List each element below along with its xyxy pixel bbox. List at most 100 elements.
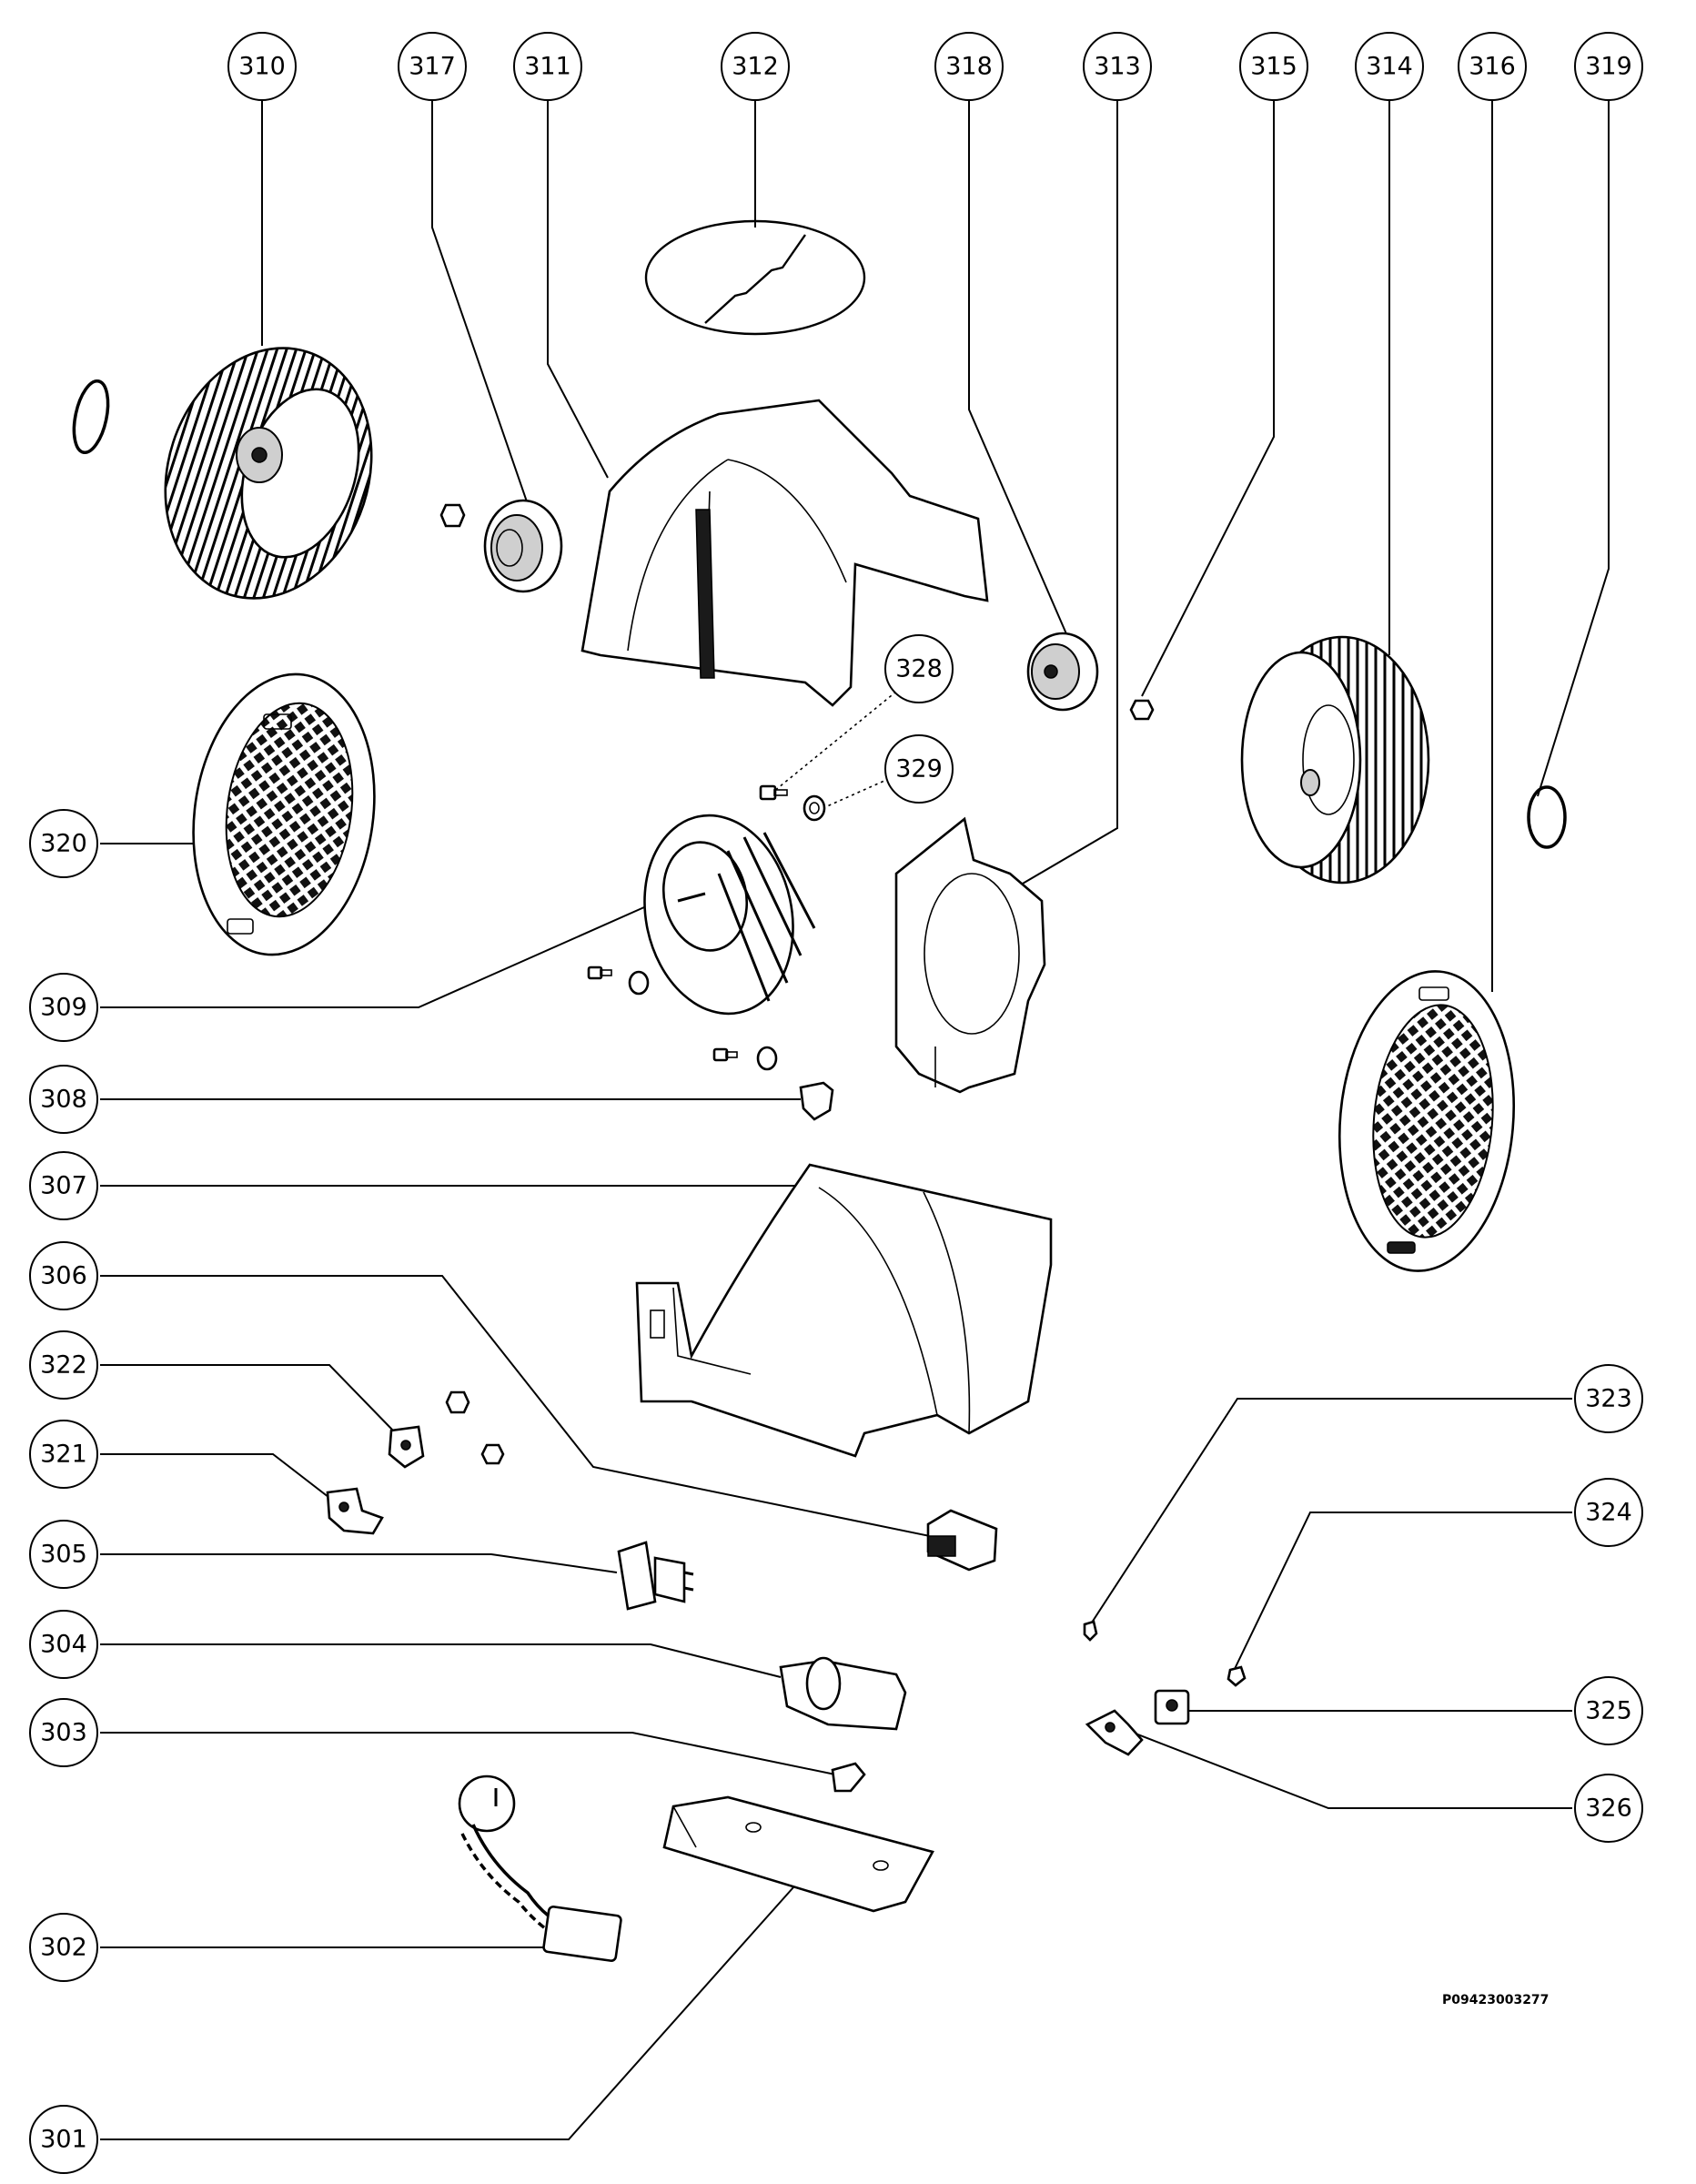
blower-wheel-left bbox=[164, 347, 373, 600]
nut-322-b bbox=[480, 1443, 505, 1465]
callout-322: 322 bbox=[29, 1330, 98, 1400]
leader-328 bbox=[772, 691, 897, 793]
leader-318 bbox=[968, 96, 1075, 652]
callout-303: 303 bbox=[29, 1698, 98, 1767]
leader-305 bbox=[100, 1553, 618, 1573]
ring-clip-right bbox=[1527, 785, 1567, 849]
leader-313 bbox=[1000, 96, 1118, 897]
terminal-block bbox=[926, 1509, 998, 1572]
svg-text:310: 310 bbox=[238, 53, 286, 81]
power-cable bbox=[458, 1774, 622, 1962]
leader-322 bbox=[100, 1364, 394, 1431]
callout-304: 304 bbox=[29, 1610, 98, 1679]
svg-text:316: 316 bbox=[1469, 53, 1516, 81]
callout-317: 317 bbox=[398, 32, 467, 101]
svg-text:301: 301 bbox=[40, 2126, 87, 2154]
svg-text:317: 317 bbox=[409, 53, 456, 81]
leader-321 bbox=[100, 1453, 338, 1504]
bracket-308 bbox=[799, 1081, 834, 1121]
leader-306 bbox=[100, 1275, 931, 1537]
bracket-321 bbox=[326, 1487, 384, 1535]
lower-housing bbox=[635, 1163, 1053, 1458]
callout-301: 301 bbox=[29, 2105, 98, 2174]
callout-318: 318 bbox=[934, 32, 1004, 101]
upper-housing bbox=[580, 399, 989, 707]
callout-324: 324 bbox=[1574, 1478, 1643, 1547]
svg-text:320: 320 bbox=[40, 830, 87, 858]
leader-323 bbox=[1089, 1398, 1572, 1626]
svg-text:305: 305 bbox=[40, 1541, 87, 1569]
reference-code: P09423003277 bbox=[1442, 1993, 1549, 2007]
connector-305 bbox=[617, 1541, 694, 1611]
svg-text:323: 323 bbox=[1585, 1385, 1632, 1413]
svg-text:312: 312 bbox=[732, 53, 779, 81]
leader-lines bbox=[100, 96, 1610, 2140]
svg-text:324: 324 bbox=[1585, 1499, 1632, 1527]
callout-312: 312 bbox=[721, 32, 790, 101]
leader-324 bbox=[1232, 1512, 1572, 1673]
svg-text:318: 318 bbox=[945, 53, 993, 81]
callout-302: 302 bbox=[29, 1913, 98, 1982]
callout-320: 320 bbox=[29, 809, 98, 878]
leader-301 bbox=[100, 1878, 802, 2140]
callout-321: 321 bbox=[29, 1420, 98, 1489]
svg-text:313: 313 bbox=[1094, 53, 1141, 81]
leader-309 bbox=[100, 895, 670, 1008]
svg-text:306: 306 bbox=[40, 1262, 87, 1290]
svg-text:311: 311 bbox=[524, 53, 571, 81]
callout-306: 306 bbox=[29, 1241, 98, 1310]
nut-322-a bbox=[445, 1390, 470, 1414]
callout-307: 307 bbox=[29, 1151, 98, 1220]
gasket-seal bbox=[644, 219, 866, 336]
nut-315 bbox=[1129, 699, 1155, 721]
callout-328: 328 bbox=[884, 634, 954, 703]
clip-303 bbox=[831, 1762, 866, 1793]
svg-text:307: 307 bbox=[40, 1172, 87, 1200]
screw-grommet-set-a bbox=[587, 966, 650, 996]
svg-text:308: 308 bbox=[40, 1086, 87, 1114]
svg-text:319: 319 bbox=[1585, 53, 1632, 81]
leader-317 bbox=[431, 96, 530, 511]
leader-315 bbox=[1141, 96, 1275, 697]
nut-small bbox=[439, 503, 466, 528]
leader-304 bbox=[100, 1643, 782, 1678]
callout-329: 329 bbox=[884, 734, 954, 804]
callout-309: 309 bbox=[29, 973, 98, 1042]
svg-text:328: 328 bbox=[895, 655, 943, 683]
motor-fins bbox=[717, 832, 816, 1002]
svg-text:314: 314 bbox=[1366, 53, 1413, 81]
callout-326: 326 bbox=[1574, 1774, 1643, 1843]
mounting-plate bbox=[894, 816, 1046, 1094]
callout-316: 316 bbox=[1458, 32, 1527, 101]
leader-319 bbox=[1537, 96, 1610, 797]
leader-303 bbox=[100, 1732, 836, 1775]
svg-text:321: 321 bbox=[40, 1441, 87, 1469]
screw-324 bbox=[1227, 1665, 1247, 1687]
screw-grommet-set-b bbox=[712, 1046, 778, 1071]
grommet-329 bbox=[803, 794, 826, 822]
grille-right bbox=[1338, 970, 1516, 1272]
motor-hub bbox=[483, 499, 563, 593]
callout-305: 305 bbox=[29, 1520, 98, 1589]
grille-left bbox=[192, 672, 376, 956]
screw-323 bbox=[1083, 1620, 1098, 1642]
callout-323: 323 bbox=[1574, 1364, 1643, 1433]
bracket-325 bbox=[1154, 1689, 1190, 1725]
svg-text:304: 304 bbox=[40, 1631, 87, 1659]
svg-text:325: 325 bbox=[1585, 1697, 1632, 1725]
bracket-322 bbox=[388, 1425, 425, 1469]
callout-314: 314 bbox=[1355, 32, 1424, 101]
ring-clip-left bbox=[72, 379, 110, 455]
svg-text:315: 315 bbox=[1250, 53, 1297, 81]
leader-311 bbox=[547, 96, 609, 479]
callout-315: 315 bbox=[1239, 32, 1308, 101]
callout-319: 319 bbox=[1574, 32, 1643, 101]
svg-text:303: 303 bbox=[40, 1719, 87, 1747]
callout-310: 310 bbox=[227, 32, 297, 101]
callout-308: 308 bbox=[29, 1065, 98, 1134]
blower-wheel-right bbox=[1240, 635, 1430, 885]
svg-text:309: 309 bbox=[40, 994, 87, 1022]
svg-text:302: 302 bbox=[40, 1934, 87, 1962]
capacitor bbox=[779, 1656, 907, 1731]
